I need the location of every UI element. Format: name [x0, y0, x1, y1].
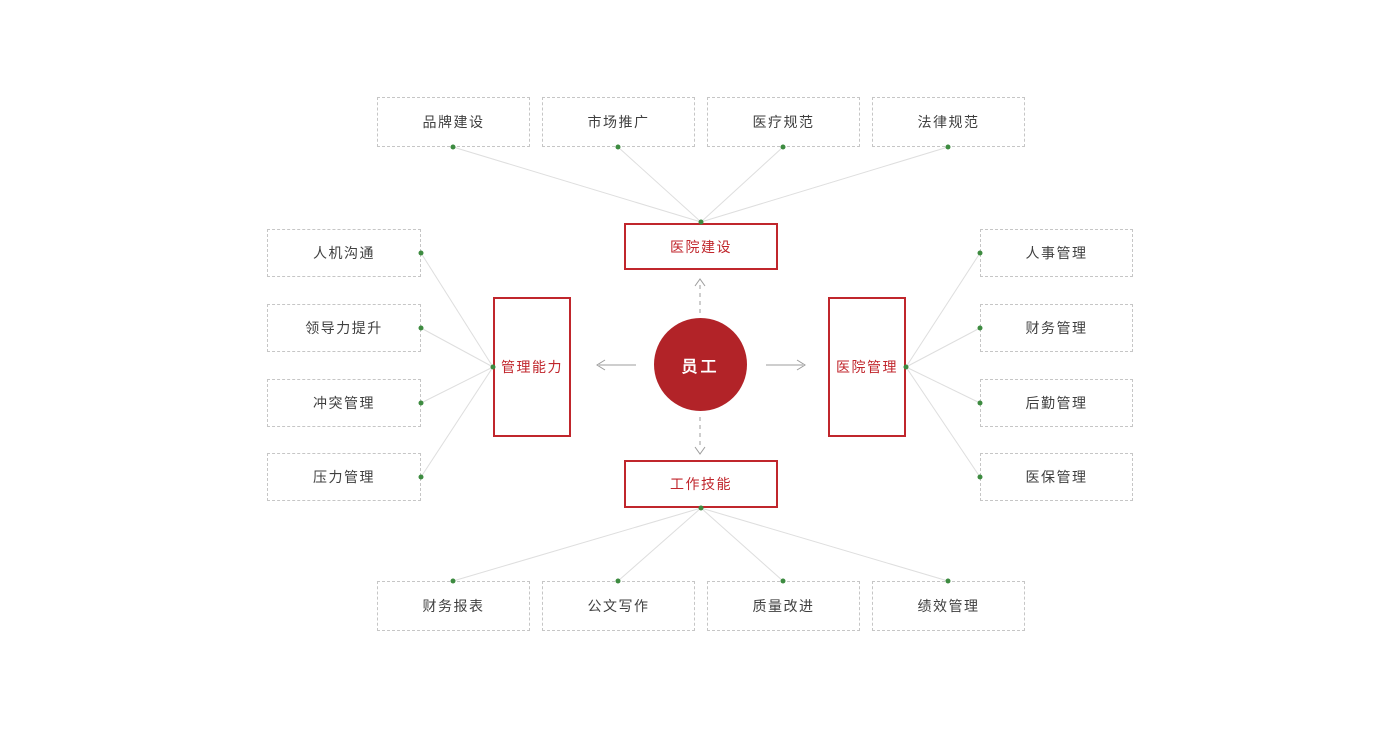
node-market-promotion[interactable]: 市场推广: [542, 97, 695, 147]
fan-lines-top: [452, 146, 949, 223]
node-financial-reports[interactable]: 财务报表: [377, 581, 530, 631]
node-stress-management[interactable]: 压力管理: [267, 453, 421, 501]
fan-lines-bottom: [452, 507, 949, 582]
branch-work-skills[interactable]: 工作技能: [624, 460, 778, 508]
node-medical-standards[interactable]: 医疗规范: [707, 97, 860, 147]
node-legal-standards[interactable]: 法律规范: [872, 97, 1025, 147]
node-performance-management[interactable]: 绩效管理: [872, 581, 1025, 631]
arrow-right-icon: [766, 359, 806, 371]
arrow-down-icon: [694, 417, 706, 455]
node-leadership-improvement[interactable]: 领导力提升: [267, 304, 421, 352]
arrow-left-icon: [596, 359, 636, 371]
node-logistics-management[interactable]: 后勤管理: [980, 379, 1133, 427]
fan-lines-right: [905, 252, 981, 478]
center-node-employee[interactable]: 员工: [654, 318, 747, 411]
node-conflict-management[interactable]: 冲突管理: [267, 379, 421, 427]
node-interpersonal-communication[interactable]: 人机沟通: [267, 229, 421, 277]
branch-management-ability[interactable]: 管理能力: [493, 297, 571, 437]
node-brand-building[interactable]: 品牌建设: [377, 97, 530, 147]
node-medical-insurance-management[interactable]: 医保管理: [980, 453, 1133, 501]
node-official-writing[interactable]: 公文写作: [542, 581, 695, 631]
branch-hospital-construction[interactable]: 医院建设: [624, 223, 778, 270]
fan-lines-left: [420, 252, 494, 478]
node-quality-improvement[interactable]: 质量改进: [707, 581, 860, 631]
node-financial-management[interactable]: 财务管理: [980, 304, 1133, 352]
node-personnel-management[interactable]: 人事管理: [980, 229, 1133, 277]
branch-hospital-management[interactable]: 医院管理: [828, 297, 906, 437]
arrow-up-icon: [694, 278, 706, 313]
